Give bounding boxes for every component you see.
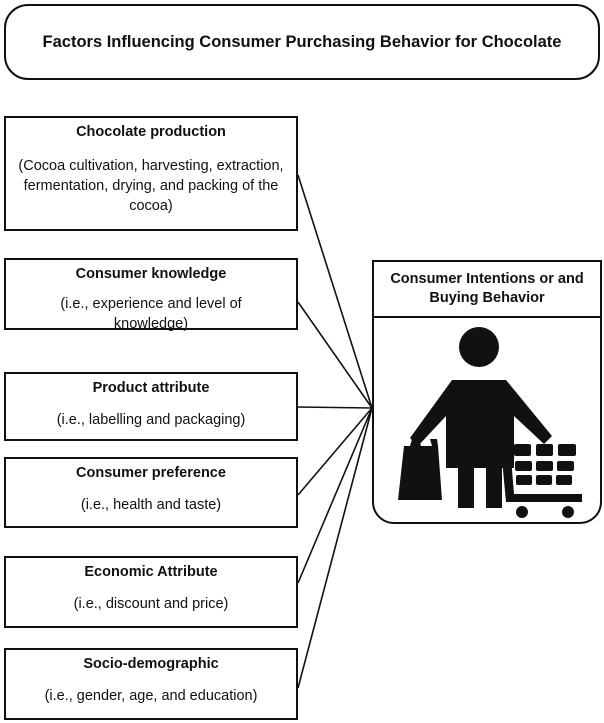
- connector-4: [297, 407, 373, 496]
- connector-6: [297, 407, 373, 689]
- factor-box-consumer-knowledge: Consumer knowledge (i.e., experience and…: [4, 258, 298, 332]
- connector-1: [297, 174, 373, 409]
- outcome-heading: Consumer Intentions or and Buying Behavi…: [374, 262, 600, 318]
- factor-detail: (i.e., experience and level of knowledge…: [60, 296, 242, 332]
- factor-box-chocolate-production: Chocolate production (Cocoa cultivation,…: [4, 116, 298, 231]
- factor-box-economic-attribute: Economic Attribute (i.e., discount and p…: [4, 556, 298, 628]
- factor-detail: (i.e., gender, age, and education): [44, 688, 258, 704]
- diagram-title: Factors Influencing Consumer Purchasing …: [4, 4, 600, 80]
- factor-detail: (i.e., labelling and packaging): [56, 412, 246, 428]
- connector-5: [297, 407, 373, 584]
- connector-3: [297, 406, 373, 409]
- factor-detail: (i.e., discount and price): [73, 596, 229, 612]
- factor-heading: Consumer preference: [76, 465, 226, 481]
- factor-detail: (Cocoa cultivation, harvesting, extracti…: [18, 158, 284, 214]
- factor-heading: Product attribute: [92, 380, 210, 396]
- shopper-with-cart-icon: [398, 327, 582, 518]
- connector-2: [297, 301, 373, 409]
- factor-box-product-attribute: Product attribute (i.e., labelling and p…: [4, 372, 298, 441]
- factor-detail: (i.e., health and taste): [80, 497, 222, 513]
- outcome-box: Consumer Intentions or and Buying Behavi…: [372, 260, 602, 524]
- factor-heading: Consumer knowledge: [75, 266, 227, 282]
- factor-heading: Chocolate production: [76, 124, 226, 140]
- factor-heading: Socio-demographic: [83, 656, 219, 672]
- factor-heading: Economic Attribute: [84, 564, 218, 580]
- factor-box-consumer-preference: Consumer preference (i.e., health and ta…: [4, 457, 298, 528]
- factor-box-socio-demographic: Socio-demographic (i.e., gender, age, an…: [4, 648, 298, 720]
